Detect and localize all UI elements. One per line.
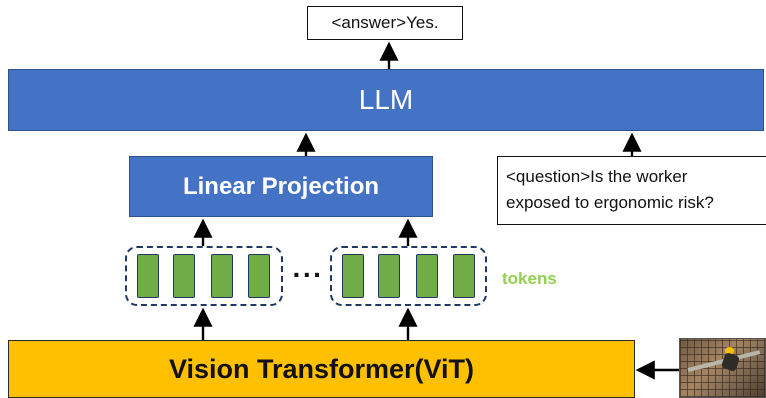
token-left-3: [211, 254, 233, 298]
token-right-2: [378, 254, 400, 298]
token-right-1: [342, 254, 364, 298]
token-ellipsis: ···: [292, 259, 324, 290]
token-right-3: [416, 254, 438, 298]
helmet-shape: [725, 347, 734, 354]
llm-block: LLM: [8, 69, 764, 131]
token-right-4: [453, 254, 475, 298]
question-input-box: <question>Is the worker exposed to ergon…: [497, 156, 766, 225]
token-group-right: [330, 246, 487, 306]
token-left-1: [137, 254, 159, 298]
tokens-label: tokens: [502, 269, 557, 288]
vision-transformer-label: Vision Transformer(ViT): [168, 353, 475, 384]
token-left-2: [173, 254, 195, 298]
vision-transformer-block: Vision Transformer(ViT): [8, 340, 635, 398]
worker-photo-icon: [679, 338, 766, 398]
answer-text: <answer>Yes.: [331, 13, 439, 32]
question-line-1: <question>Is the worker: [506, 167, 688, 186]
token-group-left: [125, 246, 283, 306]
question-line-2: exposed to ergonomic risk?: [506, 193, 714, 212]
llm-label: LLM: [358, 84, 414, 115]
answer-output-box: <answer>Yes.: [307, 6, 463, 40]
linear-projection-label: Linear Projection: [182, 172, 380, 200]
token-left-4: [248, 254, 270, 298]
linear-projection-block: Linear Projection: [129, 156, 433, 217]
